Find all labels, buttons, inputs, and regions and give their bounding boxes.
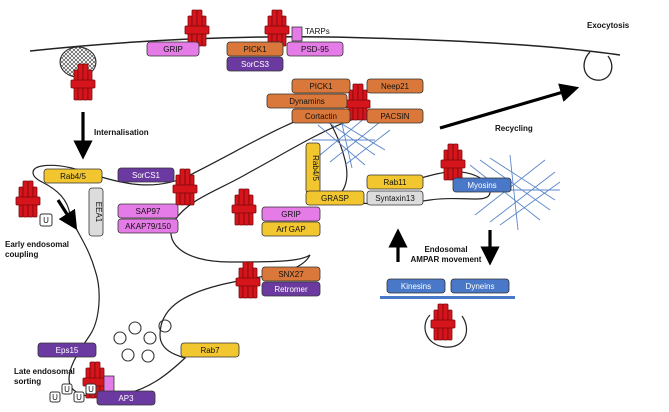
svg-text:PICK1: PICK1 [243, 45, 267, 54]
svg-text:SAP97: SAP97 [136, 207, 161, 216]
microtubule-vesicle [424, 314, 467, 348]
myosins-box [452, 177, 512, 193]
recycling-arrow [439, 83, 580, 130]
rab7-box [180, 342, 240, 358]
svg-text:U: U [52, 393, 58, 402]
svg-text:Arf GAP: Arf GAP [276, 225, 305, 234]
svg-text:GRIP: GRIP [281, 210, 301, 219]
ampar-receptor-microtubule [430, 303, 456, 341]
neep21-box [366, 78, 424, 94]
sap97-box [117, 203, 179, 219]
svg-text:U: U [76, 393, 82, 402]
late-endosomal-label-1: Late endosomal [14, 367, 75, 376]
rab45-early-box [43, 168, 103, 184]
sorcs1-box [117, 167, 175, 183]
pick1-membrane-box [226, 41, 284, 57]
svg-text:Neep21: Neep21 [381, 82, 410, 91]
early-endosomal-label-1: Early endosomal [5, 240, 69, 249]
eps15-box [37, 342, 97, 358]
ampar-receptor-myosin [440, 143, 466, 181]
pick1-recycling-box [291, 78, 351, 94]
dyneins-box [450, 278, 510, 294]
grip-endosome-box [261, 206, 321, 222]
endosomal-movement-label-1: Endosomal [424, 245, 467, 254]
svg-text:SorCS1: SorCS1 [132, 171, 161, 180]
late-endosomal-label-2: sorting [14, 377, 41, 386]
akap-box [117, 218, 179, 234]
psd95-box [286, 41, 344, 57]
svg-text:PSD-95: PSD-95 [301, 45, 330, 54]
svg-text:Dynamins: Dynamins [289, 97, 325, 106]
ubiquitin-tag-early: U [39, 213, 53, 227]
svg-text:Retromer: Retromer [274, 285, 308, 294]
svg-text:Rab11: Rab11 [384, 178, 408, 187]
svg-text:Eps15: Eps15 [56, 346, 79, 355]
svg-text:Cortactin: Cortactin [305, 112, 337, 121]
svg-text:SNX27: SNX27 [278, 270, 304, 279]
svg-text:Syntaxin13: Syntaxin13 [375, 194, 415, 203]
svg-text:Kinesins: Kinesins [401, 282, 431, 291]
plasma-membrane [29, 36, 621, 56]
early-endosomal-label-2: coupling [5, 250, 38, 259]
recycling-tubule [319, 111, 348, 201]
svg-text:U: U [88, 385, 94, 394]
early-endosome-arrow [56, 199, 78, 231]
exocytosis-vesicle [583, 51, 613, 81]
ampar-receptor-snx27 [235, 261, 261, 299]
svg-text:EEA1: EEA1 [94, 202, 103, 223]
svg-text:Dyneins: Dyneins [466, 282, 495, 291]
ampar-receptor-sorcs1 [172, 168, 198, 206]
svg-text:U: U [43, 216, 49, 225]
grip-membrane-box [146, 41, 200, 57]
svg-text:Myosins: Myosins [467, 181, 496, 190]
tarps-label: TARPs [305, 27, 330, 36]
ampar-receptor-grip [184, 9, 210, 47]
endosomal-movement-label-2: AMPAR movement [411, 255, 482, 264]
svg-text:AP3: AP3 [118, 394, 134, 403]
rab11-box [366, 174, 424, 190]
svg-text:GRASP: GRASP [321, 194, 349, 203]
arrows [56, 83, 580, 266]
svg-text:AKAP79/150: AKAP79/150 [125, 222, 171, 231]
svg-text:U: U [64, 385, 70, 394]
svg-text:PICK1: PICK1 [309, 82, 333, 91]
ampar-receptor-grip-endosome [231, 188, 257, 226]
dynamins-box [266, 93, 348, 109]
ap3-small-box [103, 375, 115, 393]
svg-text:Rab7: Rab7 [200, 346, 220, 355]
microtubule [380, 296, 515, 299]
ampar-receptor-early [15, 180, 41, 218]
intraluminal-vesicles [113, 319, 172, 363]
ap3-box [96, 390, 156, 406]
syntaxin13-box [366, 190, 424, 206]
svg-text:GRIP: GRIP [163, 45, 183, 54]
svg-text:PACSIN: PACSIN [380, 112, 409, 121]
svg-text:SorCS3: SorCS3 [241, 60, 270, 69]
internalisation-label: Internalisation [94, 128, 149, 137]
ampar-receptor-pick1 [264, 9, 290, 47]
retromer-box [261, 281, 321, 297]
cortactin-box [291, 108, 351, 124]
grasp-box [305, 190, 365, 206]
tarps-box [291, 26, 303, 42]
eea1-box [88, 187, 104, 237]
kinesins-box [386, 278, 446, 294]
snx27-box [261, 266, 321, 282]
svg-text:Rab4/5: Rab4/5 [311, 155, 320, 181]
recycling-label: Recycling [495, 124, 533, 133]
exocytosis-label: Exocytosis [587, 21, 630, 30]
svg-text:Rab4/5: Rab4/5 [60, 172, 86, 181]
protein-boxes: GRIP PICK1 PSD-95 SorCS3 PICK1 Neep21 Dy… [37, 41, 512, 406]
arf-gap-box [261, 221, 321, 237]
ubiquitin-chain-late: U U U U [49, 383, 97, 403]
pacsin-box [366, 108, 424, 124]
sorcs3-box [226, 56, 284, 72]
actin-network-lower [468, 154, 561, 231]
